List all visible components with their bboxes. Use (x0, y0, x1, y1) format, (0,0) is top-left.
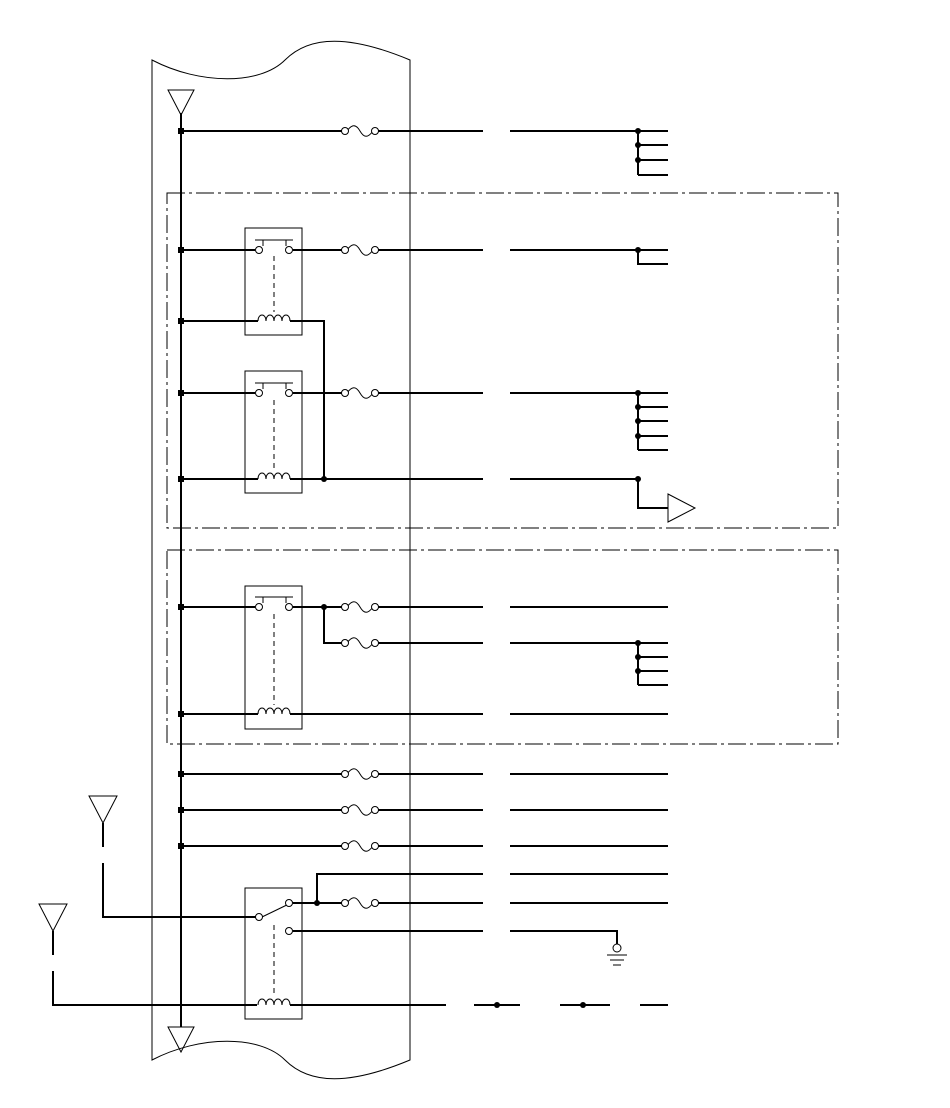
ground-icon (607, 943, 627, 966)
junction-dots (178, 128, 641, 1008)
supply-input-2-wire (52, 971, 257, 1006)
output-arrow-icon (667, 493, 697, 523)
relay-2-contacts (255, 382, 293, 470)
supply-input-1-symbol (88, 795, 118, 825)
relay-group-2-boundary (166, 549, 839, 745)
relay-3-contacts (255, 596, 293, 705)
circuit-5 (323, 607, 668, 686)
circuit-1 (181, 130, 668, 176)
relay-1 (244, 227, 303, 336)
circuit-9 (293, 873, 668, 904)
supply-input-1-wire (102, 863, 260, 918)
relay-3-coil (257, 707, 291, 715)
terminal-rings (255, 127, 379, 935)
relay-1-coil-wiring (181, 320, 325, 479)
relay-1-coil (257, 314, 291, 322)
bus-output-arrow-icon (167, 1026, 195, 1054)
bus-input-arrow-icon (167, 89, 195, 117)
relay-group-1-boundary (166, 192, 839, 529)
circuit-3 (181, 392, 668, 451)
fuse-icons (346, 125, 374, 909)
relay-4 (244, 887, 303, 1020)
relay-2 (244, 370, 303, 494)
relay-3 (244, 585, 303, 730)
supply-input-2-symbol (38, 903, 68, 933)
relay-4-normally-closed-wiring (293, 930, 618, 945)
relay-1-contacts (255, 239, 293, 312)
relay-4-coil (257, 998, 291, 1006)
relay-4-changeover-contact (261, 901, 294, 995)
fuse-box-outline (151, 40, 411, 1080)
circuit-2 (181, 249, 668, 265)
relay-2-coil (257, 472, 291, 480)
